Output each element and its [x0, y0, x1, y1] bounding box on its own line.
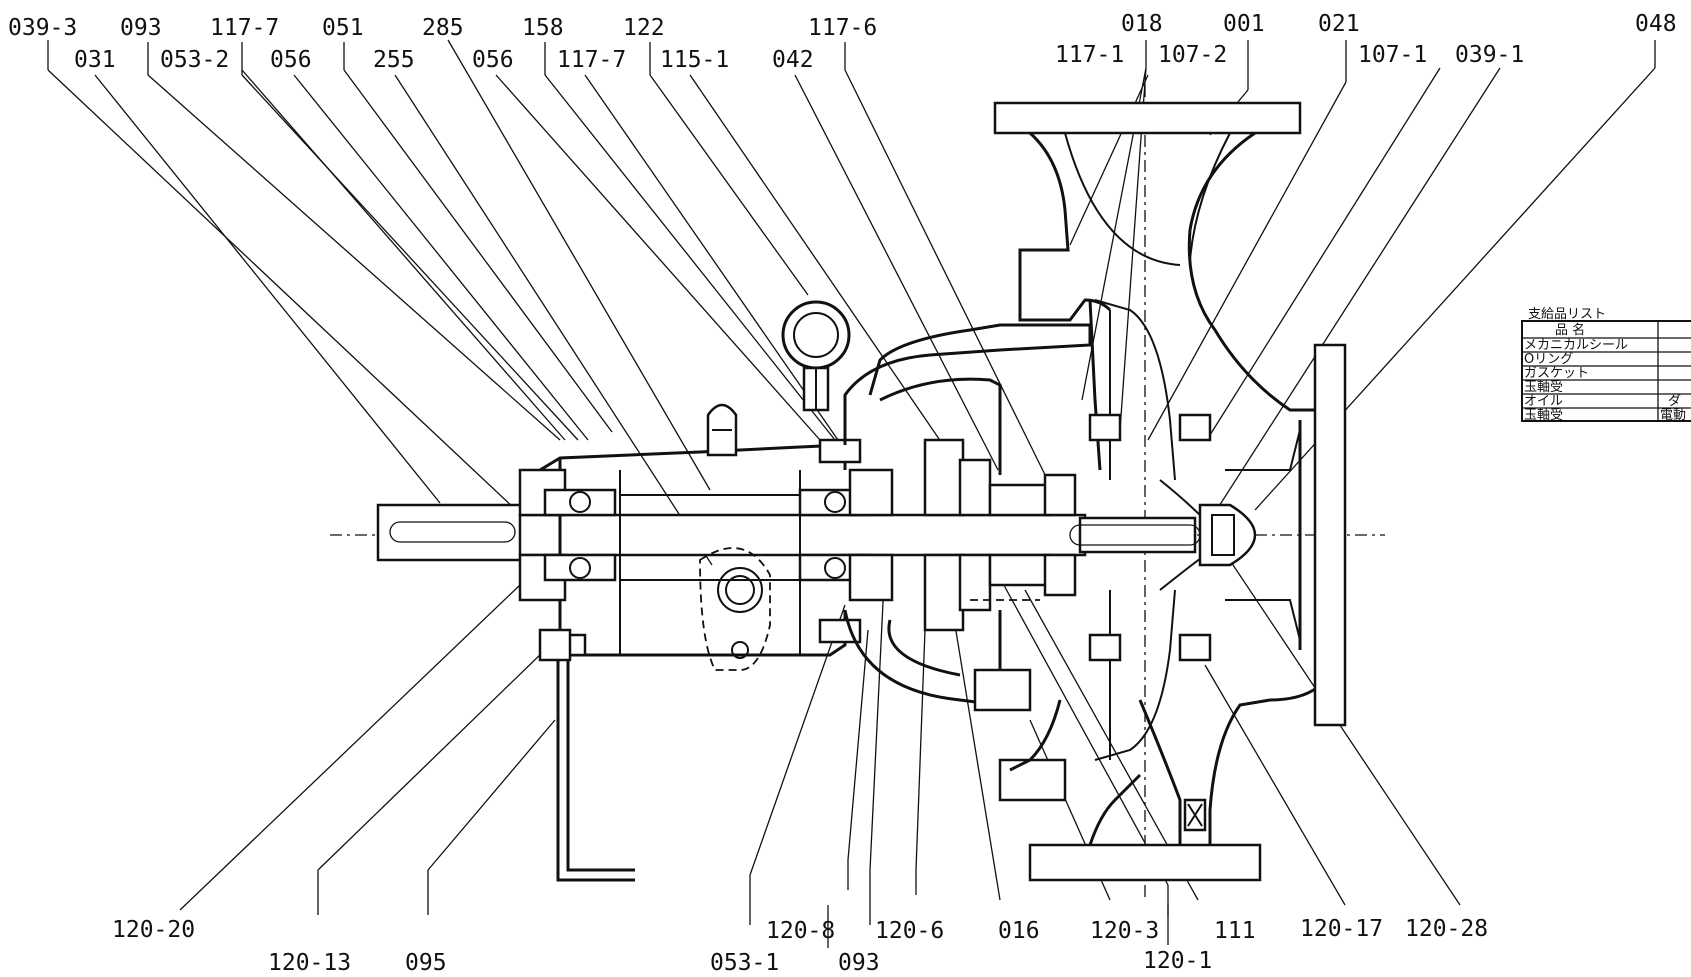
mechanical-seal: [923, 438, 1077, 802]
label-117-6: 117-6: [808, 15, 877, 41]
label-056-a: 056: [270, 47, 312, 73]
label-120-3: 120-3: [1090, 918, 1159, 944]
parts-table-header: 品 名: [1555, 322, 1585, 338]
bracket: [843, 323, 1092, 707]
label-158: 158: [522, 15, 564, 41]
label-120-17: 120-17: [1300, 916, 1383, 942]
part-labels-top: 039-3 093 117-7 051 285 158 122 117-6 01…: [8, 11, 1677, 73]
label-048: 048: [1635, 11, 1677, 37]
supplied-parts-table: 支給品リスト 品 名 メカニカルシール Oリング ガスケット 玉軸受 オイル 玉…: [1521, 307, 1691, 423]
label-117-1: 117-1: [1055, 42, 1124, 68]
label-115-1: 115-1: [660, 47, 729, 73]
parts-row-note: ダ: [1668, 394, 1681, 409]
label-111: 111: [1214, 918, 1256, 944]
label-107-2: 107-2: [1158, 42, 1227, 68]
label-031: 031: [74, 47, 116, 73]
label-016: 016: [998, 918, 1040, 944]
label-120-13: 120-13: [268, 950, 351, 976]
label-117-7: 117-7: [210, 15, 279, 41]
label-053-1: 053-1: [710, 950, 779, 976]
parts-row-name: ガスケット: [1524, 366, 1589, 381]
label-122: 122: [623, 15, 665, 41]
parts-row-name: 玉軸受: [1524, 380, 1563, 395]
label-255: 255: [373, 47, 415, 73]
label-120-1: 120-1: [1143, 948, 1212, 974]
parts-table-title: 支給品リスト: [1528, 307, 1606, 322]
leader-lines-bottom: [179, 537, 1461, 925]
label-093: 093: [120, 15, 162, 41]
parts-row-name: オイル: [1524, 394, 1563, 409]
leader-lines-top: [47, 39, 1656, 566]
lifting-eye-bolt: [781, 300, 851, 412]
support-leg: [538, 628, 635, 882]
parts-row-name: 玉軸受: [1524, 408, 1563, 423]
label-051: 051: [322, 15, 364, 41]
parts-row-note: 電動: [1660, 408, 1686, 423]
label-021: 021: [1318, 11, 1360, 37]
pump-casing: [993, 101, 1347, 882]
label-120-28: 120-28: [1405, 916, 1488, 942]
parts-row-name: Oリング: [1524, 352, 1573, 367]
label-039-3: 039-3: [8, 15, 77, 41]
label-001: 001: [1223, 11, 1265, 37]
label-093-b: 093: [838, 950, 880, 976]
label-053-2: 053-2: [160, 47, 229, 73]
label-285: 285: [422, 15, 464, 41]
label-120-8: 120-8: [766, 918, 835, 944]
bottom-label-ticks: [827, 905, 1169, 948]
label-120-6: 120-6: [875, 918, 944, 944]
label-018: 018: [1121, 11, 1163, 37]
label-042: 042: [772, 47, 814, 73]
label-107-1: 107-1: [1358, 42, 1427, 68]
label-056-b: 056: [472, 47, 514, 73]
label-117-7-b: 117-7: [557, 47, 626, 73]
shaft: [376, 503, 1201, 562]
label-095: 095: [405, 950, 447, 976]
label-039-1: 039-1: [1455, 42, 1524, 68]
part-labels-bottom: 120-20 120-13 095 120-8 120-6 016 120-3 …: [112, 916, 1488, 976]
label-tick-lines: [47, 40, 1656, 90]
parts-row-name: メカニカルシール: [1524, 338, 1628, 353]
label-120-20: 120-20: [112, 917, 195, 943]
